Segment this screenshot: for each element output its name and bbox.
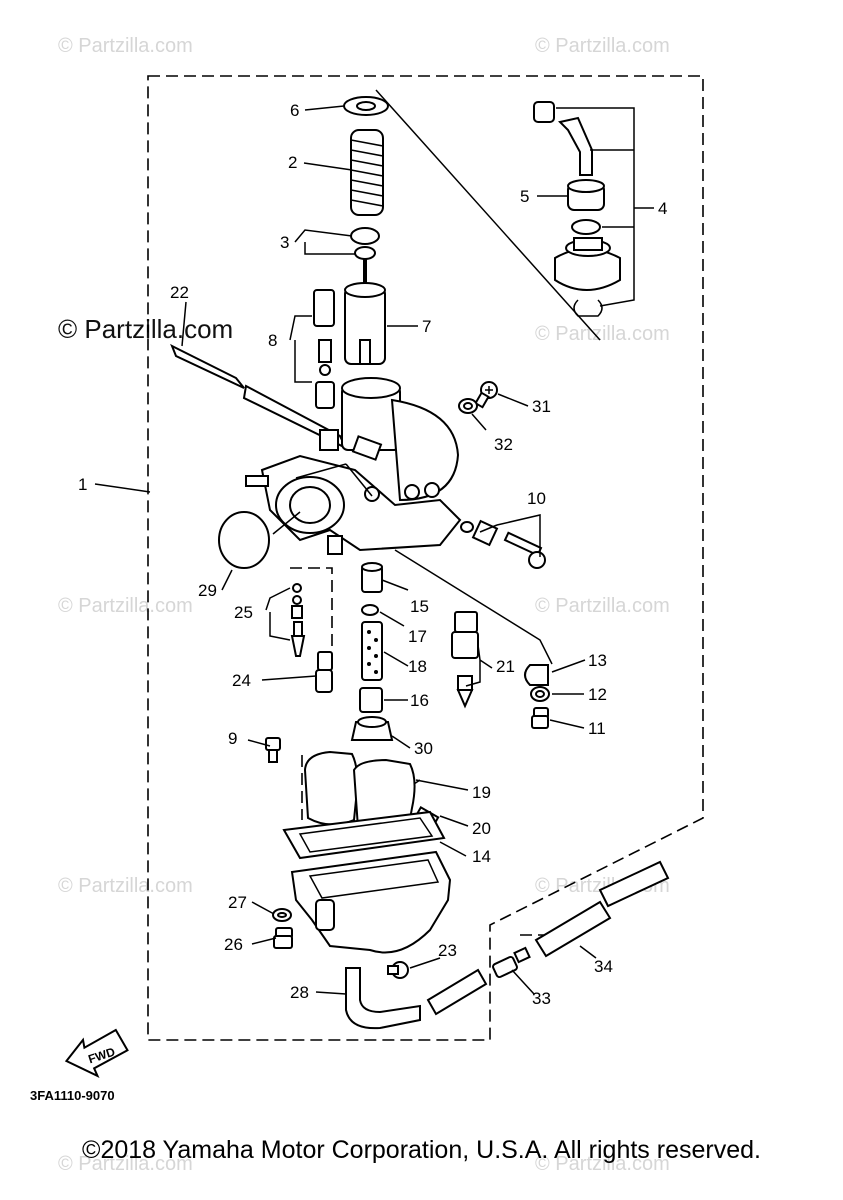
- forward-arrow-icon: FWD: [64, 1028, 129, 1078]
- callout-7: 7: [422, 317, 431, 336]
- part-hose-34: [534, 900, 612, 958]
- watermark: © Partzilla.com: [535, 1153, 670, 1175]
- callout-8: 8: [268, 331, 277, 350]
- callout-33: 33: [532, 989, 551, 1008]
- callout-15: 15: [410, 597, 429, 616]
- watermark: © Partzilla.com: [535, 595, 670, 617]
- part-main-nozzle-18: [361, 621, 383, 681]
- part-screw-9: [265, 737, 281, 763]
- watermark: © Partzilla.com: [58, 595, 193, 617]
- callout-19: 19: [472, 783, 491, 802]
- part-cap-30: [350, 716, 394, 741]
- assembly-boundary: [147, 75, 704, 1041]
- part-screw-11: [531, 707, 549, 729]
- part-drain-hose-28: [345, 967, 421, 1030]
- callout-25: 25: [234, 603, 253, 622]
- callout-31: 31: [532, 397, 551, 416]
- watermark-large: © Partzilla.com: [58, 314, 233, 344]
- callout-16: 16: [410, 691, 429, 710]
- part-washer-27: [272, 908, 292, 922]
- part-retainer-3: [350, 227, 380, 260]
- drawing-code: 3FA1110-9070: [30, 1088, 115, 1103]
- part-screw-26: [273, 927, 293, 949]
- watermark: © Partzilla.com: [535, 323, 670, 345]
- part-throttle-stop-screw-10: [460, 519, 546, 569]
- callout-6: 6: [290, 101, 299, 120]
- callout-18: 18: [408, 657, 427, 676]
- part-pilot-screw-24: [315, 651, 333, 693]
- callout-27: 27: [228, 893, 247, 912]
- part-main-jet-16: [359, 687, 383, 713]
- callout-28: 28: [290, 983, 309, 1002]
- copyright-notice: ©2018 Yamaha Motor Corporation, U.S.A. A…: [82, 1136, 761, 1164]
- part-hose-34: [598, 860, 670, 908]
- part-fitting-33: [492, 946, 531, 979]
- callout-26: 26: [224, 935, 243, 954]
- callout-34: 34: [594, 957, 613, 976]
- callout-labels: 6 2 3 5 4 7 8 22 31 32 1 10 29 15 25 17 …: [78, 101, 667, 1008]
- part-needle-valve-21: [451, 611, 479, 709]
- part-float-bowl: [290, 850, 452, 954]
- callout-5: 5: [520, 187, 529, 206]
- part-carburetor-body-1: [245, 377, 462, 555]
- watermark: © Partzilla.com: [58, 35, 193, 57]
- part-washer-32: [458, 398, 478, 414]
- dashed-leader: [290, 567, 333, 650]
- callout-17: 17: [408, 627, 427, 646]
- callout-11: 11: [588, 719, 606, 738]
- watermark-layer: © Partzilla.com © Partzilla.com © Partzi…: [58, 35, 670, 1175]
- callout-10: 10: [527, 489, 546, 508]
- part-hose-segment: [426, 968, 488, 1016]
- callout-30: 30: [414, 739, 433, 758]
- callout-20: 20: [472, 819, 491, 838]
- part-pilot-jet-8: [313, 289, 335, 409]
- callout-12: 12: [588, 685, 607, 704]
- part-spring-2: [350, 129, 384, 216]
- part-starter-plunger-25: [290, 583, 306, 657]
- part-throttle-valve-7: [344, 258, 386, 365]
- callout-13: 13: [588, 651, 607, 670]
- part-screw-31: [474, 381, 498, 409]
- part-o-ring-17: [361, 604, 379, 616]
- part-washer-12: [530, 686, 550, 702]
- callout-14: 14: [472, 847, 491, 866]
- part-gasket-14: [282, 810, 446, 860]
- part-cable-adjuster-4: [533, 101, 621, 317]
- part-washer-6: [343, 96, 389, 116]
- watermark: © Partzilla.com: [58, 875, 193, 897]
- leader-lines: [94, 89, 654, 995]
- callout-3: 3: [280, 233, 289, 252]
- callout-2: 2: [288, 153, 297, 172]
- callout-4: 4: [658, 199, 667, 218]
- callout-29: 29: [198, 581, 217, 600]
- callout-1: 1: [78, 475, 87, 494]
- callout-32: 32: [494, 435, 513, 454]
- callout-21: 21: [496, 657, 515, 676]
- callout-23: 23: [438, 941, 457, 960]
- watermark: © Partzilla.com: [535, 35, 670, 57]
- part-o-ring-29: [218, 511, 270, 569]
- watermark: © Partzilla.com: [58, 1153, 193, 1175]
- part-needle-jet-15: [361, 562, 383, 593]
- part-clip-13: [524, 664, 549, 686]
- callout-9: 9: [228, 729, 237, 748]
- callout-24: 24: [232, 671, 251, 690]
- part-screw-23: [387, 961, 409, 979]
- callout-22: 22: [170, 283, 189, 302]
